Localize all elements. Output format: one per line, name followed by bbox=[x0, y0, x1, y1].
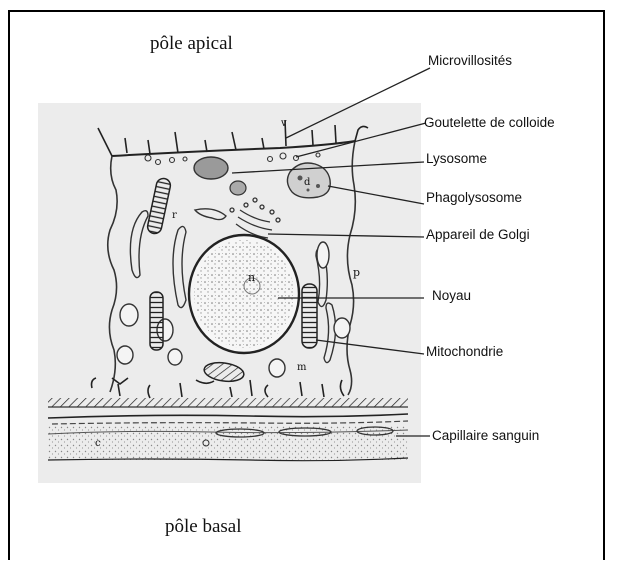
letter-n: n bbox=[248, 270, 255, 286]
letter-r: r bbox=[172, 208, 177, 224]
label-capillaire: Capillaire sanguin bbox=[432, 428, 539, 444]
lysosome-large bbox=[194, 157, 228, 179]
label-lysosome: Lysosome bbox=[426, 151, 487, 167]
label-microvillosites: Microvillosités bbox=[428, 53, 512, 69]
label-mitochondrie: Mitochondrie bbox=[426, 344, 503, 360]
apical-pole-title: pôle apical bbox=[150, 33, 233, 55]
letter-v: v bbox=[281, 116, 287, 132]
letter-p: p bbox=[353, 265, 360, 281]
label-goutelette: Goutelette de colloide bbox=[424, 115, 555, 131]
letter-c: c bbox=[95, 436, 101, 452]
label-noyau: Noyau bbox=[432, 288, 471, 304]
label-golgi: Appareil de Golgi bbox=[426, 227, 530, 243]
letter-m: m bbox=[297, 360, 306, 376]
letter-d: d bbox=[304, 175, 310, 191]
basement-membrane bbox=[48, 398, 408, 407]
basal-pole-title: pôle basal bbox=[165, 516, 242, 538]
nucleus bbox=[189, 235, 299, 353]
label-phagolysosome: Phagolysosome bbox=[426, 190, 522, 206]
lysosome-small bbox=[230, 181, 246, 195]
